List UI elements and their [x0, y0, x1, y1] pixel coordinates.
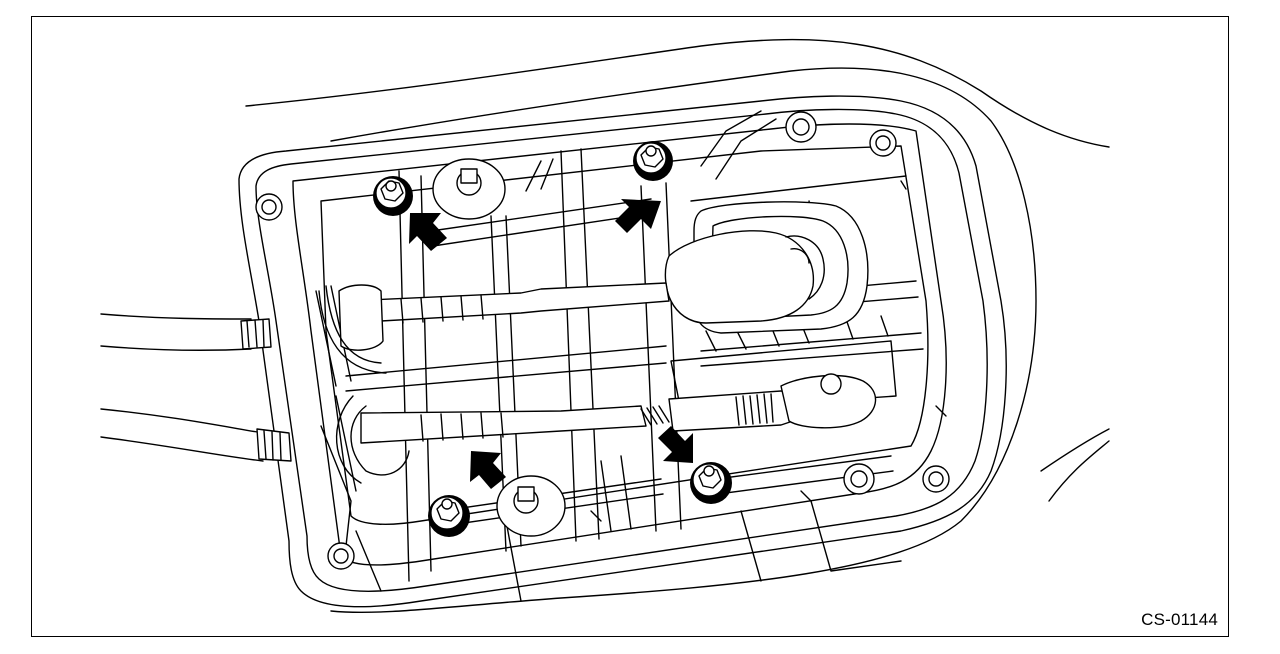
bolt-bottom-mid — [843, 463, 875, 495]
arrow-upper-left-nut — [409, 213, 447, 251]
bolt-bottom-right — [922, 465, 950, 493]
bolt-top-right — [869, 129, 897, 157]
figure-frame: CS-01144 — [31, 16, 1229, 637]
figure-code: CS-01144 — [1141, 610, 1218, 629]
nut-upper-left — [373, 176, 413, 216]
stud-upper-center — [432, 158, 506, 220]
lower-select-cable — [100, 373, 877, 484]
upper-shift-cable — [100, 282, 670, 374]
bolt-top-mid — [785, 111, 817, 143]
arrow-lower-right-nut — [658, 426, 693, 463]
console-outline — [245, 38, 1110, 614]
nut-lower-right — [690, 462, 732, 504]
shift-lever-assembly-diagram — [100, 38, 1110, 614]
mount-bolts — [255, 111, 950, 570]
arrow-upper-right-nut — [615, 199, 661, 233]
cable-bracket-nuts — [373, 141, 732, 537]
bolt-bottom-left — [327, 542, 355, 570]
nut-lower-left — [428, 495, 470, 537]
indicator-arrows — [409, 199, 693, 489]
stud-lower-center — [496, 475, 566, 537]
bolt-top-left — [255, 193, 283, 221]
arrow-lower-left-nut — [470, 451, 506, 489]
shift-lever-boot — [664, 201, 869, 334]
nut-upper-right — [633, 141, 673, 181]
